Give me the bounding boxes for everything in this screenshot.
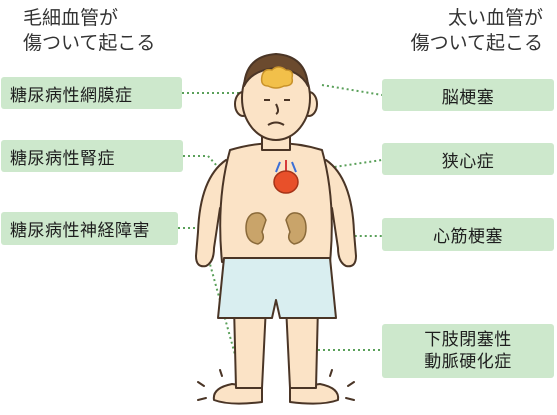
- large-vessel-heading-line1: 太い血管が: [447, 7, 543, 29]
- face: [264, 99, 290, 126]
- tingling-marks: [197, 369, 355, 401]
- diabetic-nephropathy-text: 糖尿病性腎症: [10, 148, 115, 169]
- leader-nephropathy: [183, 155, 269, 223]
- diabetic-nephropathy-label: 糖尿病性腎症: [1, 140, 183, 172]
- right-kidney-icon: [285, 212, 307, 245]
- cerebral-infarction-text: 脳梗塞: [441, 87, 495, 108]
- capillary-heading-line1: 毛細血管が: [23, 7, 119, 29]
- myocardial-infarction-label: 心筋梗塞: [382, 218, 554, 251]
- diabetic-retinopathy-text: 糖尿病性網膜症: [10, 85, 133, 106]
- left-kidney-icon: [245, 212, 267, 245]
- angina-text: 狭心症: [441, 151, 495, 172]
- myocardial-infarction-text: 心筋梗塞: [433, 227, 503, 247]
- mouth: [267, 121, 285, 126]
- cerebral-infarction-label: 脳梗塞: [382, 79, 554, 111]
- pad-text-line2: 動脈硬化症: [424, 352, 512, 372]
- pad-text-line1: 下肢閉塞性: [424, 330, 512, 350]
- right-arm: [325, 159, 357, 268]
- diabetic-neuropathy-label: 糖尿病性神経障害: [1, 212, 178, 245]
- left-arm: [195, 159, 227, 268]
- diabetic-neuropathy-text: 糖尿病性神経障害: [10, 221, 150, 241]
- heart-icon: [273, 160, 299, 194]
- torso: [219, 142, 333, 263]
- capillary-heading-line2: 傷ついて起こる: [23, 32, 156, 54]
- nose: [275, 103, 279, 115]
- shorts: [217, 257, 337, 319]
- large-vessel-heading-line2: 傷ついて起こる: [410, 32, 543, 54]
- leader-angina: [299, 159, 383, 173]
- brain-icon: [260, 66, 294, 89]
- angina-label: 狭心症: [382, 143, 554, 175]
- diabetic-retinopathy-label: 糖尿病性網膜症: [1, 77, 182, 109]
- peripheral-artery-disease-label: 下肢閉塞性 動脈硬化症: [382, 324, 554, 378]
- hair: [243, 53, 309, 87]
- capillary-damage-heading: 毛細血管が 傷ついて起こる: [23, 6, 155, 56]
- large-vessel-damage-heading: 太い血管が 傷ついて起こる: [411, 6, 543, 56]
- leader-stroke: [321, 84, 383, 96]
